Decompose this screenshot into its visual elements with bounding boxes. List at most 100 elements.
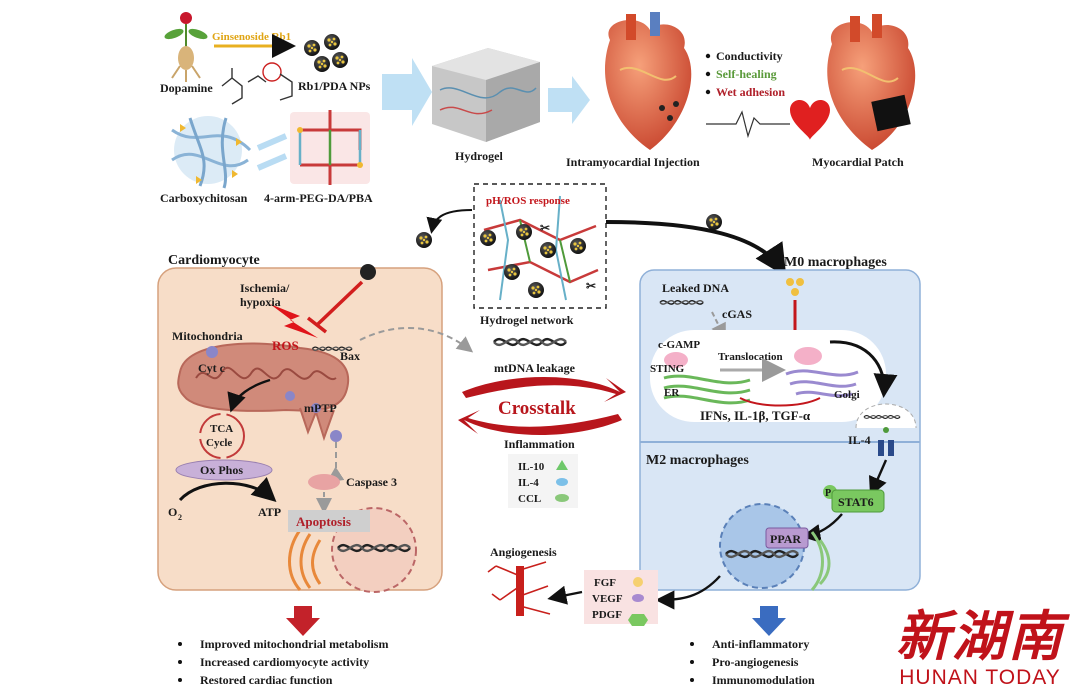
hydrogel-label: Hydrogel: [455, 149, 503, 163]
nucleus-small-icon: [855, 403, 917, 429]
network-label: Hydrogel network: [480, 313, 574, 327]
watermark-en: HUNAN TODAY: [899, 666, 1061, 689]
oxphos-shape: [175, 459, 273, 481]
golgi-icon: [785, 369, 859, 398]
injected-heart-icon: [604, 12, 692, 151]
inhibition-line: [316, 280, 364, 326]
properties-list: Conductivity Self-healing Wet adhesion: [705, 49, 785, 99]
prop-wet-adhesion: Wet adhesion: [716, 85, 785, 99]
bax-label: Bax: [340, 349, 360, 363]
outcome-left-3: Restored cardiac function: [200, 673, 333, 687]
stat6-to-ppar-arrow: [801, 513, 843, 544]
inflammation-label: Inflammation: [504, 437, 575, 451]
outcome-arrow-right: [752, 606, 786, 636]
leaked-dna-label: Leaked DNA: [662, 281, 729, 295]
outcome-right-3: Immunomodulation: [712, 673, 815, 687]
ischemia-line2: hypoxia: [240, 295, 281, 309]
il4-ligand-icon: [883, 427, 889, 433]
ppar-label: PPAR: [770, 532, 801, 546]
peg-network-icon: [290, 110, 370, 185]
nps-label: Rb1/PDA NPs: [298, 79, 371, 93]
nanoparticle-left: [416, 232, 432, 248]
stat6-label: STAT6: [838, 495, 874, 509]
oxphos-label: Ox Phos: [200, 463, 243, 477]
caspase-shape: [308, 474, 340, 490]
er-icon: [663, 374, 751, 405]
cgas-label: cGAS: [722, 307, 752, 321]
mptp-label: mPTP: [304, 401, 337, 415]
prop-conductivity: Conductivity: [716, 49, 783, 63]
watermark-cn: 新湖南: [896, 604, 1064, 668]
tca-line1: TCA: [210, 423, 233, 435]
o2-label: O: [168, 505, 177, 519]
carboxychitosan-label: Carboxychitosan: [160, 191, 248, 205]
process-arrow-1: [382, 58, 432, 126]
il4-receptor-label: IL-4: [848, 433, 871, 447]
outcome-right-2: Pro-angiogenesis: [712, 655, 799, 669]
cytokine-il10: IL-10: [518, 461, 545, 473]
svg-text:✂: ✂: [586, 279, 596, 293]
growth-factor-box: [584, 570, 658, 624]
injection-label: Intramyocardial Injection: [566, 155, 700, 169]
caspase-path: [326, 442, 345, 483]
process-arrow-2: [548, 76, 590, 124]
ppar-box: [765, 527, 809, 549]
outcomes-right-list: Anti-inflammatory Pro-angiogenesis Immun…: [690, 637, 815, 687]
cytokine-ccl: CCL: [518, 493, 541, 505]
patched-heart-icon: [827, 14, 916, 150]
translocation-label: Translocation: [718, 351, 783, 363]
dopamine-label: Dopamine: [160, 81, 213, 95]
ifns-label: IFNs, IL-1β, TGF-α: [700, 408, 811, 423]
outcome-left-2: Increased cardiomyocyte activity: [200, 655, 369, 669]
ppar-to-factors-arrow: [655, 575, 721, 610]
crosstalk-label: Crosstalk: [498, 398, 576, 419]
prop-self-healing: Self-healing: [716, 67, 777, 81]
cardio-title: Cardiomyocyte: [168, 253, 260, 268]
caspase-label: Caspase 3: [346, 475, 397, 489]
ginsenoside-label: Ginsenoside Rb1: [212, 31, 291, 43]
golgi-label: Golgi: [834, 389, 860, 401]
apoptosis-box: [288, 510, 370, 532]
ph-ros-label: pH/ROS response: [486, 195, 570, 207]
factor-vegf: VEGF: [592, 593, 623, 605]
sting-to-nucleus-arrow: [829, 340, 898, 398]
fgf-icon: [633, 577, 643, 587]
nanoparticles-cluster: [304, 34, 348, 72]
m0-title: M0 macrophages: [784, 255, 887, 270]
factor-fgf: FGF: [594, 577, 616, 589]
cytc-arrow: [227, 378, 271, 413]
carboxychitosan-network-icon: [171, 116, 252, 189]
angiogenesis-label: Angiogenesis: [490, 545, 557, 559]
outcomes-left-list: Improved mitochondrial metabolism Increa…: [178, 637, 388, 687]
release-arrow-left: [426, 209, 473, 234]
outcome-right-1: Anti-inflammatory: [712, 637, 809, 651]
exchange-arrow: [256, 133, 288, 171]
cytc-label: Cyt c: [198, 361, 226, 375]
sting-label: STING: [650, 363, 685, 375]
mtdna-helix-middle: [492, 337, 568, 347]
pdgf-icon: [628, 614, 648, 626]
il4-icon: [556, 478, 568, 486]
cytokine-brace: [739, 397, 821, 407]
cgas-arrow: [711, 311, 726, 340]
mitochondrion-icon: [177, 342, 350, 442]
cgamp-label: c-GAMP: [658, 339, 700, 351]
hydrogel-cube-icon: [432, 48, 540, 142]
atp-arrow: [178, 477, 277, 503]
watermark: 新湖南 HUNAN TODAY: [896, 608, 1064, 690]
il4-receptor-right: [888, 440, 894, 456]
ginseng-icon: [164, 12, 208, 82]
m2-title: M2 macrophages: [646, 453, 749, 468]
ros-label: ROS: [272, 338, 299, 353]
factors-to-vessel-arrow: [547, 585, 583, 605]
er-label: ER: [664, 387, 680, 399]
lightning-icon: [270, 304, 318, 338]
ischemia-line1: Ischemia/: [240, 281, 290, 295]
vegf-icon: [632, 594, 644, 602]
apoptosis-label: Apoptosis: [296, 514, 351, 529]
peg-label: 4-arm-PEG-DA/PBA: [264, 191, 373, 205]
sting-protein-icon: [664, 352, 688, 368]
il10-icon: [556, 460, 568, 470]
nanoparticle-right: [706, 214, 722, 230]
il4-to-stat6-arrow: [868, 459, 888, 497]
